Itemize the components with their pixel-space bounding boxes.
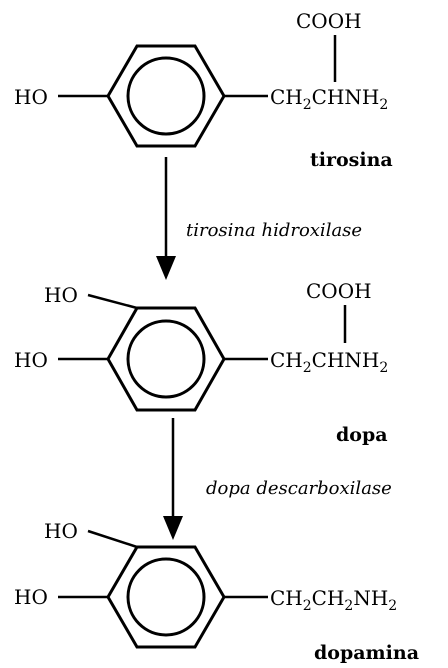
dopamina-ho-left-label: HO: [14, 585, 48, 609]
dopa-ho-top-bond: [87, 293, 138, 310]
dopamina-ho-top-bond: [87, 529, 138, 549]
reaction-arrow-1: tirosina hidroxilase: [156, 157, 362, 280]
dopa-structure: HO HO CH2CHNH2 COOH dopa: [14, 279, 388, 446]
tirosina-ho-label: HO: [14, 85, 48, 109]
dopa-aromatic-circle: [126, 319, 206, 399]
reaction-arrow-2: dopa descarboxilase: [163, 418, 392, 540]
dopamina-structure: HO HO CH2CH2NH2 dopamina: [14, 519, 419, 664]
dopamina-name: dopamina: [314, 642, 419, 664]
dopa-ho-left-label: HO: [14, 348, 48, 372]
dopa-benzene-ring: [106, 306, 226, 412]
dopamina-aromatic-circle: [126, 557, 206, 637]
enzyme-1-label: tirosina hidroxilase: [186, 220, 362, 241]
dopa-cooh-label: COOH: [306, 279, 372, 303]
tirosina-aromatic-circle: [126, 56, 206, 136]
dopa-name: dopa: [336, 424, 388, 446]
dopa-chain-label: CH2CHNH2: [270, 348, 388, 376]
tirosina-cooh-label: COOH: [296, 9, 362, 33]
tirosina-benzene-ring: [106, 44, 226, 148]
arrow-2-head: [163, 516, 183, 540]
dopamina-ho-top-label: HO: [44, 519, 78, 543]
tirosina-name: tirosina: [310, 149, 393, 171]
tirosina-chain-label: CH2CHNH2: [270, 85, 388, 113]
tirosina-structure: HO CH2CHNH2 COOH tirosina: [14, 9, 393, 171]
dopamina-benzene-ring: [106, 545, 226, 649]
dopamina-chain-label: CH2CH2NH2: [270, 586, 397, 614]
arrow-1-head: [156, 256, 176, 280]
dopa-ho-top-label: HO: [44, 283, 78, 307]
enzyme-2-label: dopa descarboxilase: [206, 478, 392, 499]
